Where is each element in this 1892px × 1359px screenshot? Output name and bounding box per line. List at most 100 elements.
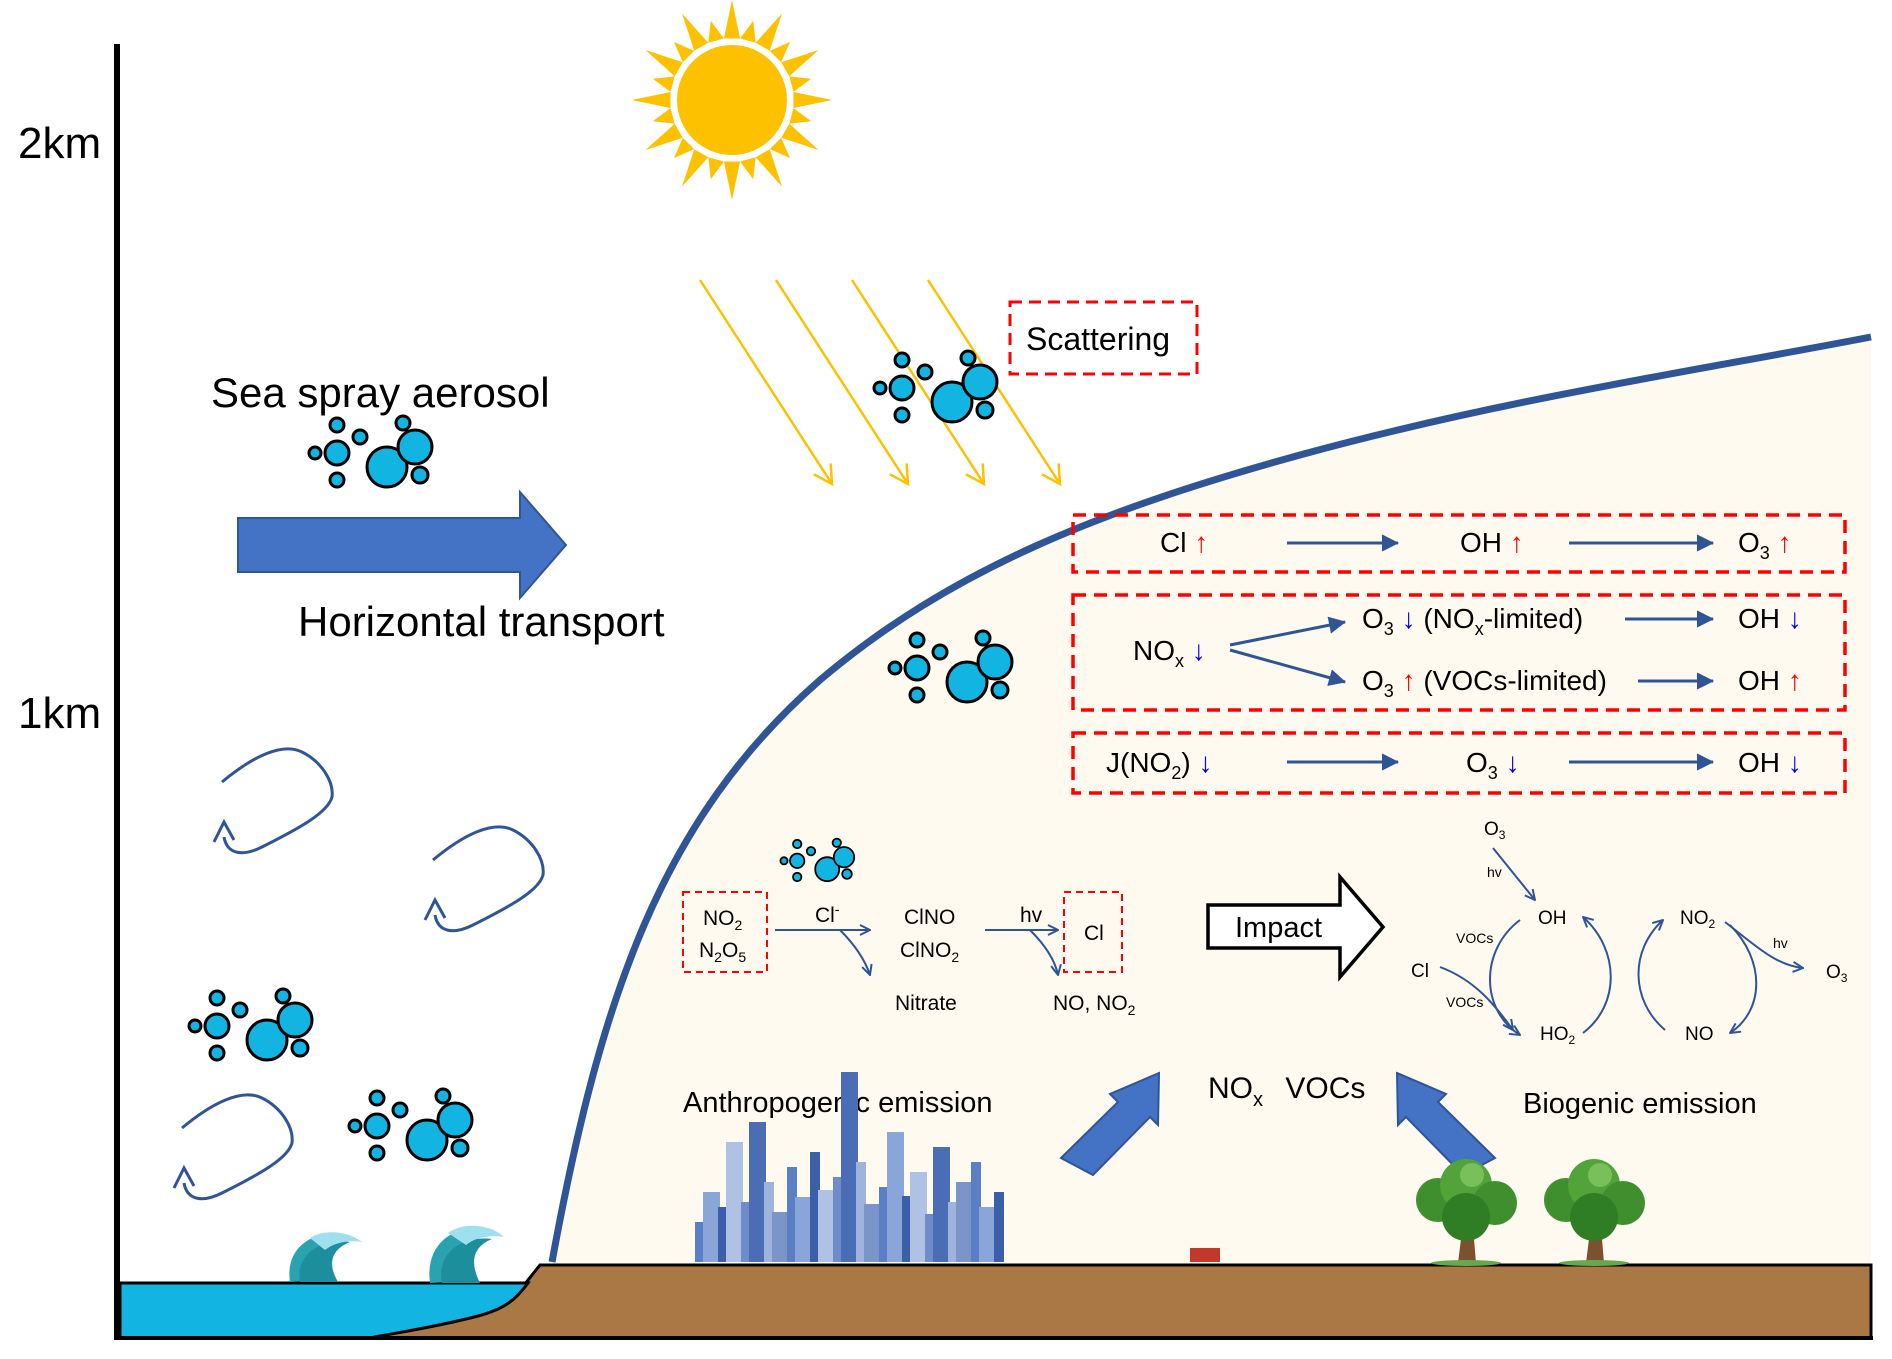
building — [787, 1167, 797, 1262]
aerosol-droplet — [436, 1101, 474, 1139]
turbulent-eddy-icon — [423, 825, 545, 933]
side-product-nitrate: Nitrate — [895, 992, 957, 1015]
aerosol-droplet — [872, 380, 888, 396]
aerosol-droplet — [930, 380, 974, 424]
aerosol-cluster-icon — [887, 629, 1014, 704]
sun-ray — [740, 20, 756, 43]
aerosol-droplet — [365, 445, 409, 489]
building — [856, 1162, 866, 1262]
cycle-vocs-lower: VOCs — [1446, 994, 1483, 1010]
reactant-box — [682, 891, 768, 973]
aerosol-droplet — [391, 1101, 409, 1119]
effect-box-nox — [1071, 593, 1847, 712]
sun-disc — [677, 45, 787, 155]
sun-ray — [740, 157, 756, 180]
land-ground — [369, 1263, 1873, 1340]
building — [703, 1192, 720, 1262]
aerosol-droplet — [405, 1118, 449, 1162]
scattering-box — [1008, 300, 1199, 376]
building — [749, 1122, 766, 1262]
aerosol-droplet — [990, 680, 1010, 700]
aerosol-droplet — [959, 349, 977, 367]
cycle-oh: OH — [1538, 908, 1567, 929]
cycle-o3-top: O3 — [1484, 819, 1506, 842]
flow-arrow — [1029, 929, 1058, 975]
ocean-wave-icon — [429, 1225, 504, 1283]
aerosol-droplet — [931, 643, 949, 661]
aerosol-droplet — [274, 987, 292, 1005]
aerosol-droplet — [908, 686, 926, 704]
aerosol-droplet — [245, 1018, 289, 1062]
aerosol-droplet — [831, 837, 842, 848]
reactant-n2o5: N2O5 — [699, 939, 746, 965]
aerosol-droplet — [903, 654, 931, 682]
building — [956, 1182, 973, 1262]
aerosol-cluster-icon — [872, 349, 999, 424]
sun-ray — [652, 76, 675, 92]
building — [948, 1202, 958, 1262]
aerosol-droplet — [208, 1044, 226, 1062]
impact-arrow — [1206, 872, 1386, 982]
building — [833, 1177, 843, 1262]
sun-ray-arrow — [698, 279, 834, 487]
building — [795, 1197, 812, 1262]
aerosol-droplet — [945, 660, 989, 704]
radical-cycle: O3 hv OH VOCs Cl VOCs HO2 NO2 hv O3 NO — [1411, 819, 1848, 1047]
building — [841, 1072, 858, 1262]
aerosol-droplet — [187, 1018, 203, 1034]
building — [933, 1147, 950, 1262]
species-cl: Cl ↑ — [1160, 527, 1208, 558]
increase-arrow-icon: ↑ — [1788, 665, 1802, 696]
aerosol-droplet — [976, 643, 1014, 681]
photolysis-label: hv — [1020, 904, 1043, 927]
aerosol-droplet — [908, 631, 926, 649]
decrease-arrow-icon: ↓ — [1402, 603, 1416, 634]
cycle-no2: NO2 — [1680, 908, 1716, 931]
effect-box-chlorine — [1071, 513, 1847, 574]
building — [925, 1214, 935, 1262]
aerosol-droplet — [276, 1001, 314, 1039]
aerosol-droplet — [434, 1087, 452, 1105]
flow-arrow — [1492, 847, 1535, 900]
turbulent-eddy-icon — [212, 747, 334, 855]
aerosol-droplet — [328, 416, 346, 434]
decrease-arrow-icon: ↓ — [1788, 747, 1802, 778]
boundary-layer-top-line — [548, 333, 1872, 1263]
aerosol-droplet — [347, 1118, 363, 1134]
building — [879, 1187, 889, 1262]
sun-ray — [645, 123, 683, 150]
flow-arrow — [839, 929, 870, 975]
sun-ray-arrow — [850, 279, 986, 487]
sun-ray — [652, 108, 675, 124]
sun-ray — [781, 123, 819, 150]
cycle-cl: Cl — [1411, 961, 1429, 982]
tree-icon — [1416, 1159, 1517, 1266]
aerosol-droplet — [394, 414, 412, 432]
aerosol-droplet — [368, 1089, 386, 1107]
flow-arrow — [1637, 920, 1666, 1031]
aerosol-droplet — [792, 838, 803, 850]
impact-label: Impact — [1235, 912, 1322, 944]
aerosol-droplet — [410, 465, 430, 485]
sun-icon — [632, 0, 832, 200]
building — [810, 1152, 820, 1262]
aerosol-droplet — [307, 445, 323, 461]
building — [772, 1212, 789, 1262]
aerosol-droplet — [916, 363, 934, 381]
aerosol-droplet — [792, 871, 803, 883]
increase-arrow-icon: ↑ — [1194, 527, 1208, 558]
aerosol-droplet — [789, 852, 806, 869]
ocean-wave-icon — [289, 1232, 362, 1282]
turbulent-eddy-icon — [172, 1093, 294, 1201]
scattering-label: Scattering — [1026, 321, 1170, 357]
intermediate-clno2: ClNO2 — [900, 939, 959, 965]
aerosol-droplet — [841, 868, 853, 880]
intermediate-clno: ClNO — [904, 906, 955, 929]
species-oh: OH ↑ — [1738, 665, 1802, 696]
aerosol-cluster-icon — [307, 414, 434, 489]
aerosol-droplet — [208, 989, 226, 1007]
aerosol-cluster-icon — [779, 837, 856, 883]
cycle-vocs-upper: VOCs — [1456, 930, 1493, 946]
increase-arrow-icon: ↑ — [1402, 665, 1416, 696]
